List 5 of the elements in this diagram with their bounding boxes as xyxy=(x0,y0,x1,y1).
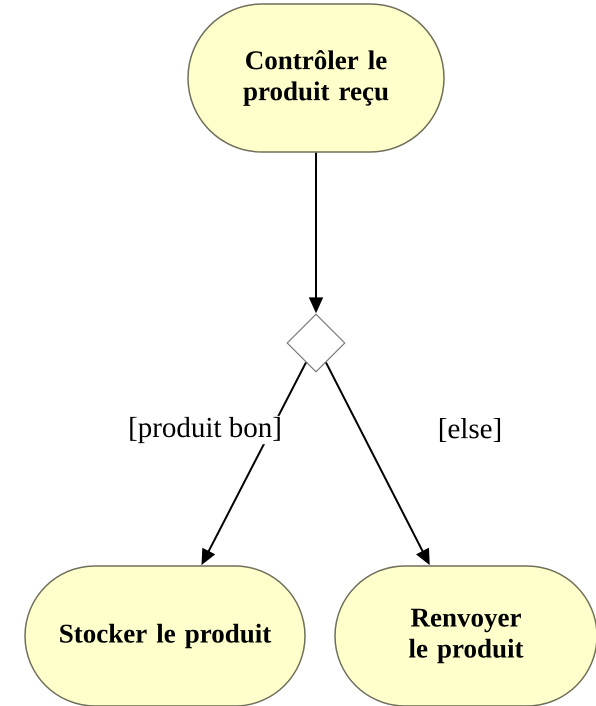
edge-label: [else] xyxy=(436,417,504,443)
action-node: Contrôler le produit reçu xyxy=(187,3,445,153)
action-node: Stocker le produit xyxy=(24,565,306,706)
action-node: Renvoyer le produit xyxy=(334,565,596,706)
edge-label: [produit bon] xyxy=(127,416,283,444)
